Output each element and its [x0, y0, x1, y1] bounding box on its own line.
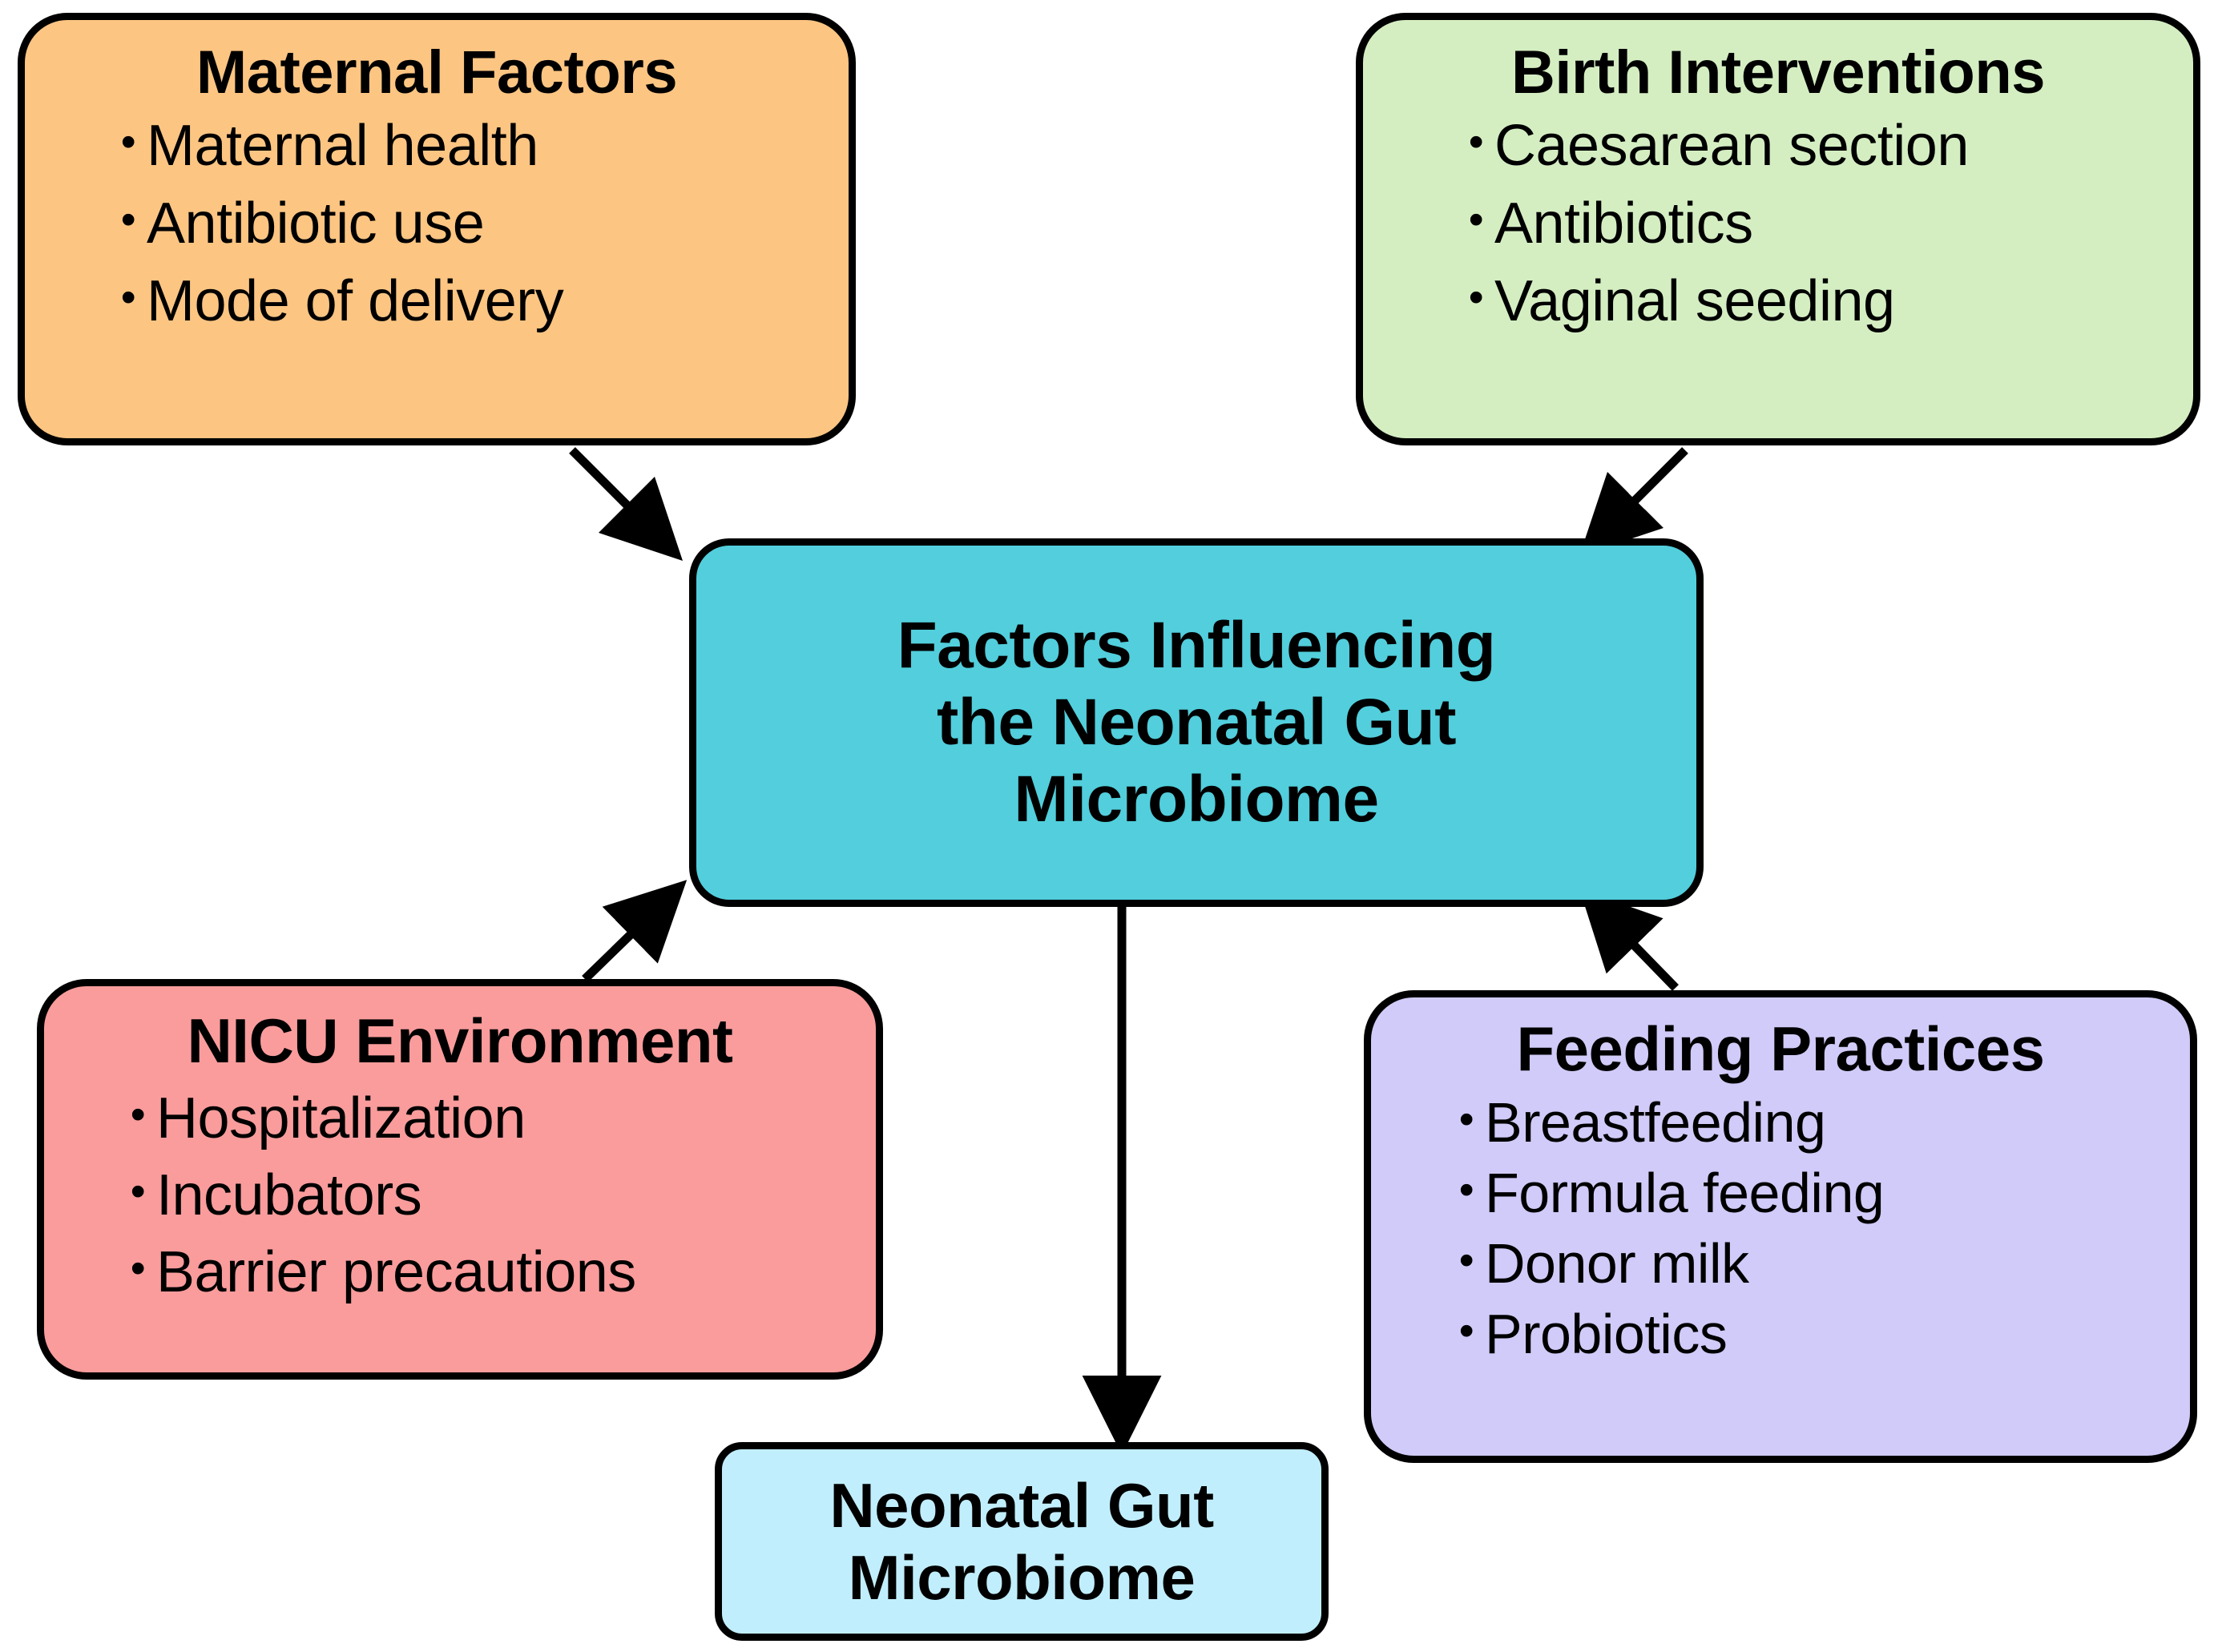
- node-maternal-factors-list: •Maternal health •Antibiotic use •Mode o…: [47, 117, 826, 350]
- node-birth-interventions[interactable]: Birth Interventions •Caesarean section •…: [1356, 13, 2200, 445]
- list-item-label: Antibiotic use: [147, 191, 485, 256]
- node-nicu-environment[interactable]: NICU Environment •Hospitalization •Incub…: [37, 979, 883, 1380]
- bullet-icon: •: [120, 118, 136, 167]
- list-item: •Incubators: [67, 1166, 853, 1224]
- list-item-label: Breastfeeding: [1485, 1091, 1826, 1154]
- node-feeding-practices-title: Feeding Practices: [1516, 1013, 2045, 1084]
- bullet-icon: •: [1468, 195, 1484, 244]
- list-item-label: Mode of delivery: [147, 269, 564, 334]
- list-item-label: Donor milk: [1485, 1232, 1749, 1295]
- list-item: •Antibiotic use: [47, 195, 826, 252]
- list-item: •Barrier precautions: [67, 1243, 853, 1301]
- bullet-icon: •: [1458, 1166, 1474, 1215]
- list-item: •Maternal health: [47, 117, 826, 175]
- bullet-icon: •: [120, 273, 136, 322]
- node-maternal-factors-title: Maternal Factors: [196, 38, 678, 107]
- list-item-label: Incubators: [156, 1163, 422, 1228]
- title-line-2: the Neonatal Gut: [936, 686, 1457, 760]
- node-birth-interventions-list: •Caesarean section •Antibiotics •Vaginal…: [1385, 117, 2171, 350]
- list-item: •Caesarean section: [1385, 117, 2171, 175]
- list-item: •Antibiotics: [1385, 195, 2171, 252]
- bullet-icon: •: [1458, 1307, 1474, 1356]
- title-line-3: Microbiome: [1014, 762, 1379, 836]
- list-item-label: Barrier precautions: [156, 1240, 636, 1305]
- list-item: •Hospitalization: [67, 1090, 853, 1147]
- node-maternal-factors[interactable]: Maternal Factors •Maternal health •Antib…: [18, 13, 856, 445]
- bullet-icon: •: [120, 195, 136, 244]
- node-feeding-practices-list: •Breastfeeding •Formula feeding •Donor m…: [1390, 1094, 2171, 1376]
- bullet-icon: •: [1458, 1095, 1474, 1144]
- list-item: •Mode of delivery: [47, 272, 826, 330]
- list-item-label: Probiotics: [1485, 1303, 1728, 1366]
- list-item-label: Hospitalization: [156, 1086, 526, 1151]
- list-item: •Breastfeeding: [1390, 1094, 2171, 1150]
- list-item: •Probiotics: [1390, 1306, 2171, 1362]
- bullet-icon: •: [130, 1167, 146, 1216]
- node-neonatal-gut-microbiome[interactable]: Neonatal Gut Microbiome: [715, 1442, 1329, 1641]
- list-item: •Vaginal seeding: [1385, 272, 2171, 330]
- node-central-factors-title: Factors Influencing the Neonatal Gut Mic…: [696, 607, 1696, 838]
- bullet-icon: •: [1468, 118, 1484, 167]
- list-item-label: Caesarean section: [1494, 114, 1969, 179]
- list-item-label: Formula feeding: [1485, 1162, 1885, 1225]
- node-nicu-environment-title: NICU Environment: [187, 1005, 733, 1076]
- title-line-1: Neonatal Gut: [829, 1469, 1214, 1541]
- bullet-icon: •: [1468, 273, 1484, 322]
- node-birth-interventions-title: Birth Interventions: [1510, 38, 2046, 107]
- node-nicu-environment-list: •Hospitalization •Incubators •Barrier pr…: [67, 1090, 853, 1320]
- arrow-nicu-to-center: [582, 880, 688, 982]
- list-item-label: Maternal health: [147, 114, 538, 179]
- arrow-feeding-to-center: [1579, 888, 1679, 991]
- node-central-factors[interactable]: Factors Influencing the Neonatal Gut Mic…: [689, 538, 1704, 907]
- bullet-icon: •: [130, 1090, 146, 1139]
- bullet-icon: •: [130, 1244, 146, 1293]
- node-feeding-practices[interactable]: Feeding Practices •Breastfeeding •Formul…: [1364, 990, 2197, 1463]
- list-item: •Donor milk: [1390, 1235, 2171, 1291]
- list-item-label: Antibiotics: [1494, 191, 1753, 256]
- list-item-label: Vaginal seeding: [1494, 269, 1895, 334]
- node-neonatal-gut-microbiome-title: Neonatal Gut Microbiome: [722, 1469, 1321, 1614]
- arrow-birth-to-center: [1579, 447, 1688, 557]
- bullet-icon: •: [1458, 1236, 1474, 1285]
- list-item: •Formula feeding: [1390, 1165, 2171, 1221]
- arrow-maternal-to-center: [569, 447, 684, 562]
- title-line-1: Factors Influencing: [897, 609, 1496, 683]
- title-line-2: Microbiome: [848, 1542, 1196, 1613]
